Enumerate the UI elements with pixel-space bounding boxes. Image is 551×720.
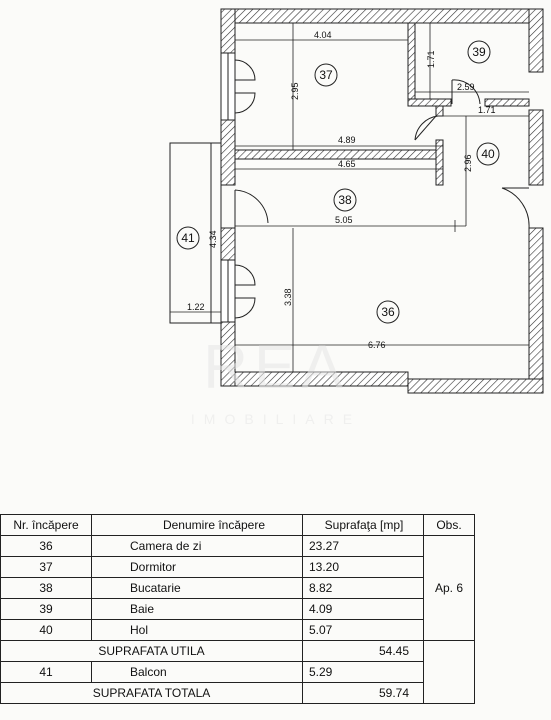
cell-name: Camera de zi (91, 535, 303, 557)
useful-area-value: 54.45 (302, 640, 424, 662)
cell-name: Bucatarie (91, 577, 303, 599)
room-area-table: Nr. încăpere Denumire încăpere Suprafaţa… (0, 514, 475, 704)
cell-area: 13.20 (302, 556, 424, 578)
dim-label: 1.22 (187, 302, 205, 312)
svg-text:39: 39 (472, 45, 486, 59)
dim-label: 1.71 (478, 105, 496, 115)
svg-text:41: 41 (181, 231, 195, 245)
useful-area-label: SUPRAFATA UTILA (0, 640, 303, 662)
useful-area-row: SUPRAFATA UTILA 54.45 (0, 640, 475, 704)
cell-nr: 37 (0, 556, 92, 578)
balcony-row: 41 Balcon 5.29 (0, 661, 475, 683)
dim-label: 6.76 (368, 340, 386, 350)
table-row: 37 Dormitor 13.20 (0, 556, 475, 578)
room-36-marker: 36 (376, 300, 400, 324)
room-38-marker: 38 (333, 188, 357, 212)
room-37-marker: 37 (314, 63, 338, 87)
cell-nr: 40 (0, 619, 92, 641)
header-obs: Obs. (423, 514, 475, 536)
table-row: 40 Hol 5.07 (0, 619, 475, 641)
dim-label: 2.96 (463, 154, 473, 172)
total-area-label: SUPRAFATA TOTALA (0, 682, 303, 704)
svg-text:38: 38 (338, 193, 352, 207)
floor-plan-drawing: 4.04 2.95 1.71 2.59 1.71 4.89 4.65 2.96 … (169, 8, 544, 427)
room-markers: 37 39 40 38 41 36 (176, 40, 500, 324)
header-room-number: Nr. încăpere (0, 514, 92, 536)
total-area-value: 59.74 (302, 682, 424, 704)
windows (220, 52, 256, 323)
header-room-name: Denumire încăpere (91, 514, 303, 536)
dimension-lines (170, 23, 529, 372)
dim-label: 4.04 (314, 30, 332, 40)
dimension-labels: 4.04 2.95 1.71 2.59 1.71 4.89 4.65 2.96 … (187, 30, 496, 350)
watermark: REA IMOBILIARE (191, 333, 361, 427)
dim-label: 2.95 (290, 82, 300, 100)
watermark-tagline: IMOBILIARE (191, 411, 361, 427)
cell-obs: Ap. 6 (423, 535, 475, 641)
cell-area: 23.27 (302, 535, 424, 557)
obs-empty-cell (423, 640, 475, 704)
total-area-row: SUPRAFATA TOTALA 59.74 (0, 682, 475, 704)
table-row: 38 Bucatarie 8.82 (0, 577, 475, 599)
room-40-marker: 40 (476, 142, 500, 166)
header-area: Suprafaţa [mp] (302, 514, 424, 536)
table-row: 36 Camera de zi 23.27 Ap. 6 (0, 535, 475, 641)
cell-name: Hol (91, 619, 303, 641)
cell-area: 8.82 (302, 577, 424, 599)
cell-area: 5.29 (302, 661, 424, 683)
interior-walls (234, 22, 530, 186)
cell-name: Balcon (91, 661, 303, 683)
svg-text:37: 37 (319, 68, 333, 82)
dim-label: 5.05 (335, 215, 353, 225)
cell-nr: 41 (0, 661, 92, 683)
cell-nr: 36 (0, 535, 92, 557)
cell-nr: 39 (0, 598, 92, 620)
dim-label: 3.38 (283, 288, 293, 306)
dim-label: 2.59 (457, 82, 475, 92)
room-41-marker: 41 (176, 226, 200, 250)
cell-area: 4.09 (302, 598, 424, 620)
svg-text:36: 36 (381, 305, 395, 319)
room-39-marker: 39 (467, 40, 491, 64)
table-row: 39 Baie 4.09 (0, 598, 475, 620)
dim-label: 4.34 (208, 230, 218, 248)
cell-nr: 38 (0, 577, 92, 599)
cell-name: Dormitor (91, 556, 303, 578)
svg-text:40: 40 (481, 147, 495, 161)
dim-label: 1.71 (426, 50, 436, 68)
watermark-logo: REA (203, 333, 348, 402)
cell-name: Baie (91, 598, 303, 620)
dim-label: 4.89 (338, 135, 356, 145)
table-header-row: Nr. încăpere Denumire încăpere Suprafaţa… (0, 514, 475, 536)
cell-area: 5.07 (302, 619, 424, 641)
dim-label: 4.65 (338, 159, 356, 169)
